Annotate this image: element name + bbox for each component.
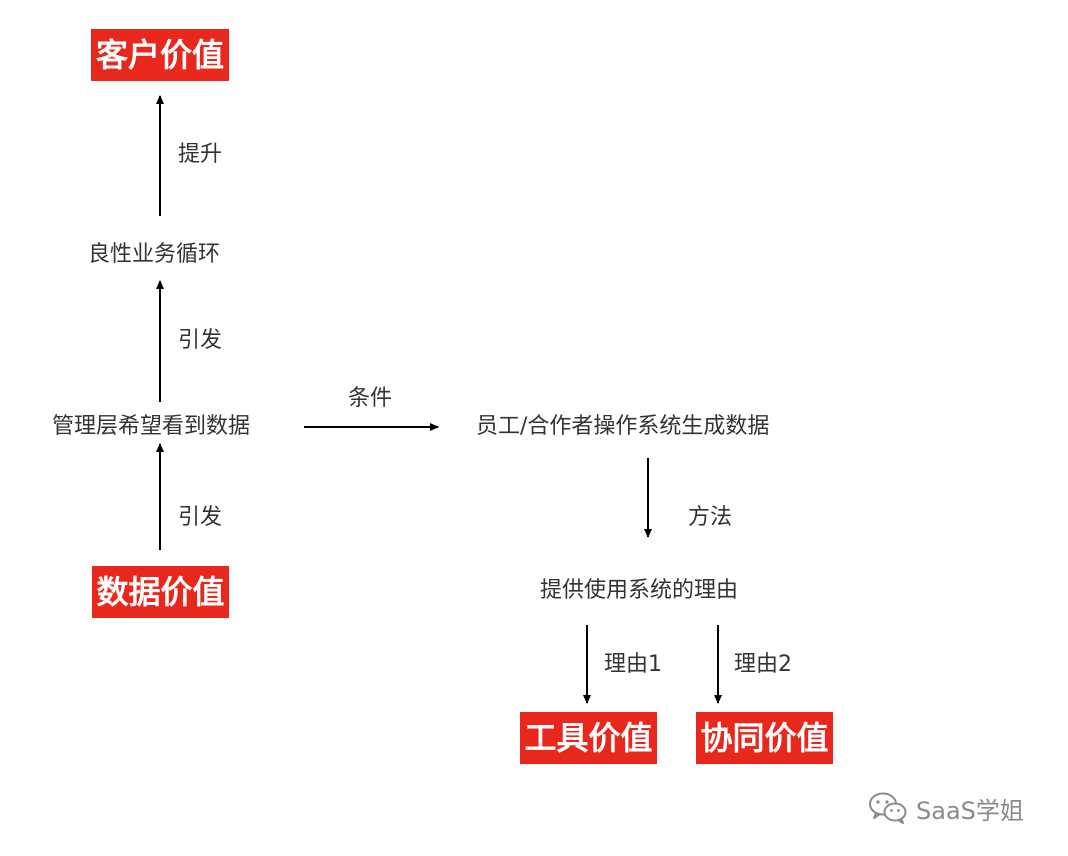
tool-value-box: 工具价值: [520, 712, 657, 764]
virtuous-cycle-node: 良性业务循环: [88, 242, 221, 267]
watermark-text: SaaS学姐: [916, 796, 1024, 825]
watermark: SaaS学姐: [868, 788, 1024, 828]
wechat-icon: [869, 792, 907, 824]
collab-value-box: 协同价值: [696, 712, 833, 764]
staff-generate-data-node: 员工/合作者操作系统生成数据: [476, 414, 770, 439]
edge-label-condition: 条件: [348, 386, 393, 411]
data-value-box: 数据价值: [92, 566, 229, 618]
edge-label-reason2: 理由2: [734, 652, 792, 677]
edge-label-method: 方法: [688, 505, 733, 530]
customer-value-box: 客户价值: [91, 29, 229, 81]
reason-to-use-node: 提供使用系统的理由: [540, 578, 739, 603]
edge-label-reason1: 理由1: [604, 652, 662, 677]
edge-label-trigger-lower: 引发: [178, 505, 223, 530]
edge-label-trigger-upper: 引发: [178, 328, 223, 353]
edge-label-improve: 提升: [178, 142, 223, 167]
management-wants-data-node: 管理层希望看到数据: [52, 414, 251, 439]
